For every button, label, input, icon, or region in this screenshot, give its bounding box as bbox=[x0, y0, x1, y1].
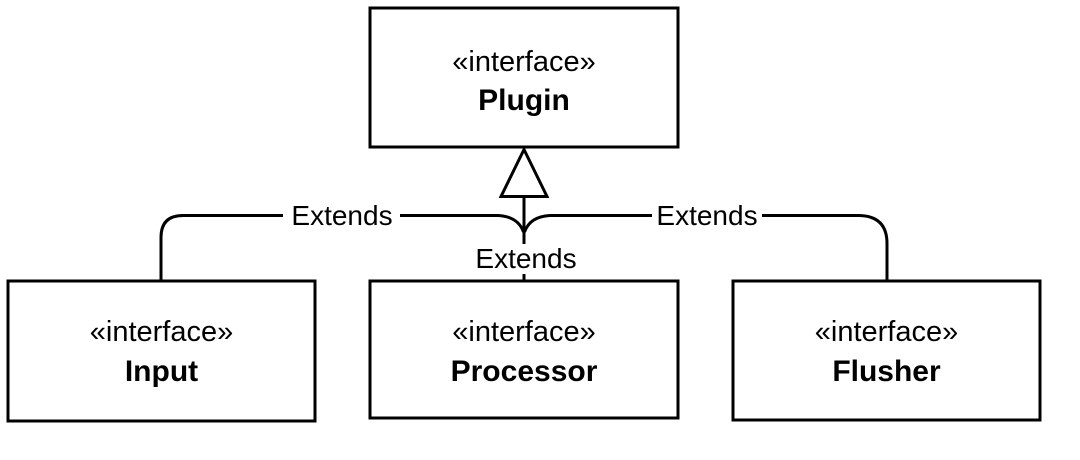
input-name: Input bbox=[125, 355, 198, 388]
flusher-stereotype: «interface» bbox=[815, 316, 959, 348]
flusher-node-box bbox=[731, 279, 1042, 422]
flusher-name: Flusher bbox=[832, 355, 941, 388]
processor-name: Processor bbox=[451, 355, 598, 388]
node-interface-flusher: «interface» Flusher bbox=[731, 279, 1042, 422]
processor-stereotype: «interface» bbox=[452, 316, 596, 348]
edge-input-extends-line-left bbox=[159, 214, 283, 281]
generalization-arrowhead-icon bbox=[498, 146, 550, 198]
plugin-node-box bbox=[368, 6, 680, 149]
node-interface-processor: «interface» Processor bbox=[368, 279, 680, 420]
input-node-box bbox=[6, 279, 317, 423]
input-stereotype: «interface» bbox=[90, 316, 234, 348]
edge-label-processor-extends: Extends bbox=[475, 243, 576, 274]
node-interface-input: «interface» Input bbox=[6, 279, 317, 423]
plugin-name: Plugin bbox=[478, 84, 570, 117]
plugin-stereotype: «interface» bbox=[452, 46, 596, 78]
edge-input-extends-line-right bbox=[400, 214, 525, 233]
node-interface-plugin: «interface» Plugin bbox=[368, 6, 680, 149]
edge-label-flusher-extends: Extends bbox=[656, 200, 757, 231]
edge-flusher-extends-line-right bbox=[762, 214, 889, 281]
edge-label-input-extends: Extends bbox=[291, 200, 392, 231]
processor-node-box bbox=[368, 279, 680, 420]
edge-flusher-extends-line-left bbox=[523, 214, 652, 233]
